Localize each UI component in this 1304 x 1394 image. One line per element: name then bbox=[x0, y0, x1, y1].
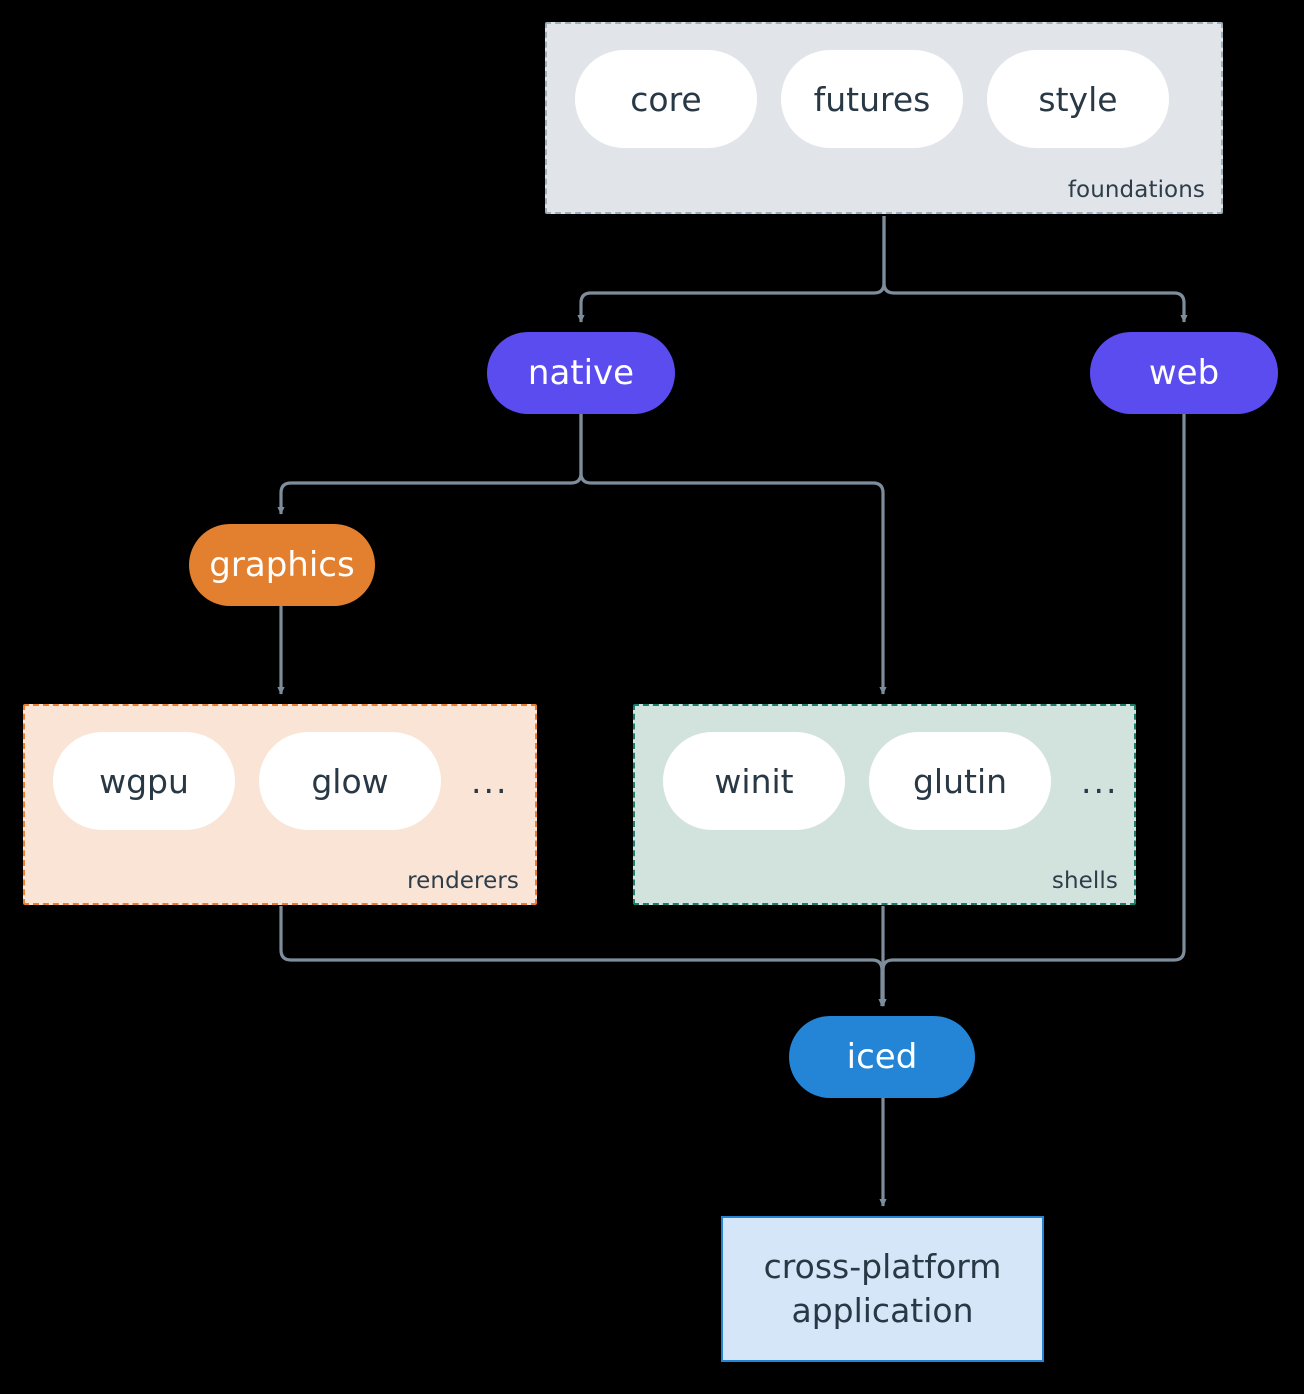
group-shells-label: shells bbox=[1051, 868, 1118, 894]
group-foundations: core futures style foundations bbox=[545, 22, 1223, 214]
node-iced[interactable]: iced bbox=[789, 1016, 975, 1098]
group-foundations-inner: core futures style bbox=[547, 24, 1221, 212]
renderers-member-row: wgpu glow ... bbox=[25, 706, 508, 830]
group-shells-inner: winit glutin ... bbox=[635, 706, 1134, 903]
group-shells: winit glutin ... shells bbox=[633, 704, 1136, 905]
node-glutin[interactable]: glutin bbox=[869, 732, 1051, 830]
group-renderers: wgpu glow ... renderers bbox=[23, 704, 537, 905]
edge-foundations-native bbox=[577, 216, 886, 323]
edge-foundations-web bbox=[882, 216, 1188, 323]
group-foundations-label: foundations bbox=[1067, 177, 1205, 203]
node-glow[interactable]: glow bbox=[259, 732, 441, 830]
node-core[interactable]: core bbox=[575, 50, 757, 148]
node-web[interactable]: web bbox=[1090, 332, 1278, 414]
node-native[interactable]: native bbox=[487, 332, 675, 414]
group-renderers-inner: wgpu glow ... bbox=[25, 706, 535, 903]
renderers-more-ellipsis: ... bbox=[471, 761, 509, 801]
node-winit[interactable]: winit bbox=[663, 732, 845, 830]
edge-renderers-iced bbox=[279, 906, 886, 1007]
application-label-line1: cross-platform bbox=[763, 1247, 1002, 1287]
foundations-member-row: core futures style bbox=[547, 24, 1169, 148]
shells-member-row: winit glutin ... bbox=[635, 706, 1118, 830]
node-style[interactable]: style bbox=[987, 50, 1169, 148]
node-cross-platform-application[interactable]: cross-platform application bbox=[721, 1216, 1044, 1362]
node-wgpu[interactable]: wgpu bbox=[53, 732, 235, 830]
application-label-line2: application bbox=[791, 1291, 974, 1330]
edge-native-graphics bbox=[277, 414, 583, 515]
shells-more-ellipsis: ... bbox=[1081, 761, 1119, 801]
node-graphics[interactable]: graphics bbox=[189, 524, 375, 606]
edge-native-shells bbox=[579, 414, 887, 695]
group-renderers-label: renderers bbox=[407, 868, 519, 894]
node-futures[interactable]: futures bbox=[781, 50, 963, 148]
